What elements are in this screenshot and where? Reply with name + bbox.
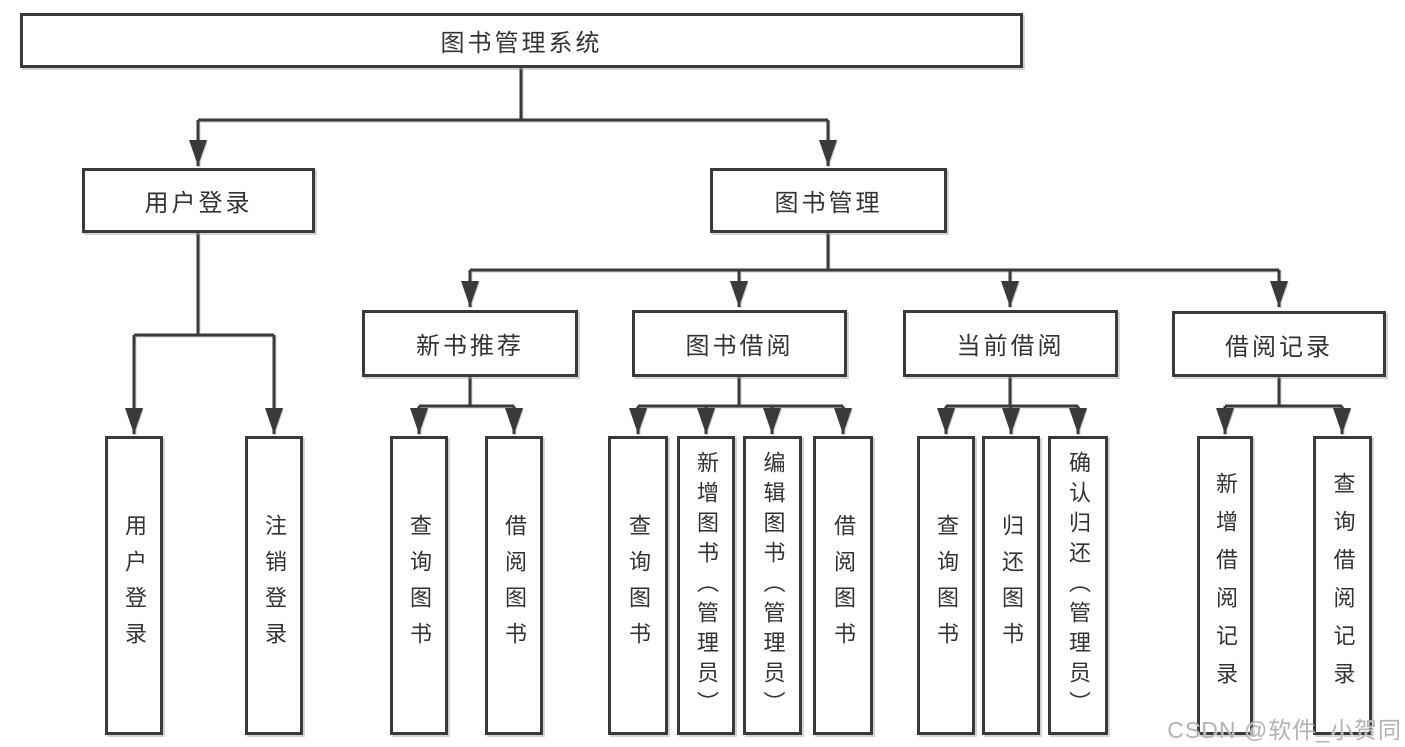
leaf-logout: 注销登录 [245,436,303,735]
node-book-borrow: 图书借阅 [632,310,847,377]
node-current-borrow: 当前借阅 [903,310,1118,377]
connector-book-borrow-split [629,377,852,434]
leaf-query-borrow-record: 查询借阅记录 [1313,436,1372,735]
connector-book-mgmt-split [461,233,1288,307]
node-book-management: 图书管理 [710,168,947,233]
node-root-system: 图书管理系统 [20,13,1023,68]
node-user-login: 用户登录 [82,168,315,233]
leaf-confirm-return-admin: 确认归还（管理员） [1048,436,1108,735]
leaf-recommend-borrow-book: 借阅图书 [485,436,543,735]
connector-current-borrow-split [937,377,1087,434]
leaf-add-book-admin: 新增图书（管理员） [677,436,735,735]
leaf-borrow-book: 借阅图书 [813,436,873,735]
leaf-recommend-query-book: 查询图书 [390,436,448,735]
connector-borrow-record-split [1216,377,1351,434]
node-borrow-record: 借阅记录 [1172,311,1386,377]
leaf-add-borrow-record: 新增借阅记录 [1197,436,1253,735]
watermark: CSDN @软件_小贺同学 [1167,717,1402,743]
node-new-book-recommend: 新书推荐 [362,310,578,377]
leaf-return-book: 归还图书 [982,436,1040,735]
leaf-user-login: 用户登录 [105,436,163,735]
leaf-current-query-book: 查询图书 [917,436,975,735]
connector-user-login-split [125,233,283,434]
leaf-edit-book-admin: 编辑图书（管理员） [743,436,802,735]
connector-new-book-rec-split [410,377,523,434]
leaf-borrow-query-book: 查询图书 [608,436,668,735]
connector-root-split [189,68,837,166]
